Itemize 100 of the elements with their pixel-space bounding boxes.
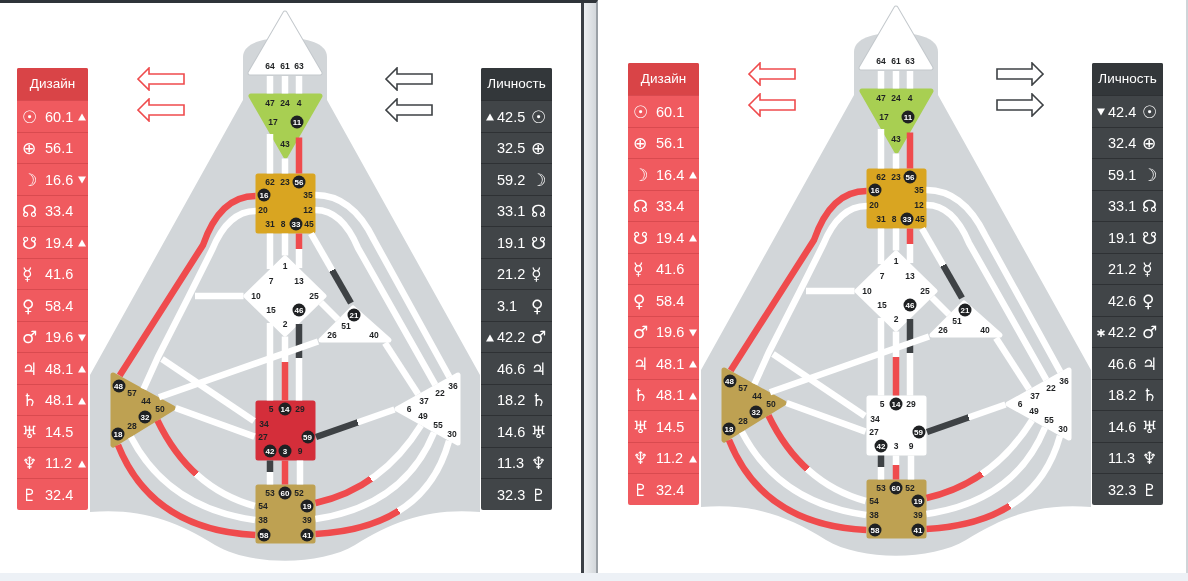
gate-value: 14.6 bbox=[1108, 419, 1137, 434]
gate-number: 9 bbox=[908, 441, 914, 451]
planet-symbol: ⊕ bbox=[633, 134, 648, 152]
planet-symbol: ♃ bbox=[633, 355, 649, 372]
planet-symbol: ♀ bbox=[22, 297, 35, 314]
gate-number: 23 bbox=[280, 177, 290, 187]
column-header: Личность bbox=[1092, 63, 1163, 95]
triangle-center bbox=[394, 372, 461, 446]
planet-symbol: ♀ bbox=[633, 292, 646, 309]
triangle-center bbox=[248, 93, 323, 159]
gate-value: 33.1 bbox=[497, 203, 526, 219]
gate-number: 53 bbox=[876, 483, 886, 493]
gate-number: 2 bbox=[282, 319, 288, 329]
gate-value: 19.6 bbox=[656, 324, 685, 340]
planet-symbol: ♄ bbox=[1142, 386, 1158, 404]
gate-number: 40 bbox=[980, 325, 990, 335]
gate-number: 64 bbox=[265, 61, 275, 71]
planet-symbol: ☊ bbox=[633, 197, 649, 215]
gate-number: 8 bbox=[280, 219, 286, 229]
gate-number: 54 bbox=[869, 496, 879, 506]
gate-number: 7 bbox=[879, 271, 885, 281]
gate-number: 57 bbox=[738, 383, 748, 393]
gate-value: 56.1 bbox=[45, 140, 74, 156]
gate-number: 63 bbox=[294, 61, 304, 71]
gate-number: 54 bbox=[258, 501, 268, 511]
gate-number: 20 bbox=[258, 205, 268, 215]
gate-number: 13 bbox=[294, 276, 304, 286]
planet-symbol: ♇ bbox=[531, 486, 547, 503]
planet-symbol: ♂ bbox=[633, 323, 649, 341]
gate-number: 31 bbox=[265, 219, 275, 229]
planet-column bbox=[17, 68, 88, 510]
gate-value: 14.5 bbox=[45, 424, 74, 439]
planet-symbol: ☉ bbox=[531, 108, 547, 125]
column-header: Дизайн bbox=[17, 68, 88, 100]
gate-value: 14.6 bbox=[497, 424, 526, 439]
gate-number: 52 bbox=[294, 488, 304, 498]
planet-symbol: ☋ bbox=[531, 234, 547, 251]
planet-symbol: ♆ bbox=[633, 449, 649, 467]
planet-symbol: ☊ bbox=[1142, 197, 1158, 215]
planet-symbol: ♅ bbox=[22, 423, 38, 440]
gate-value: 21.2 bbox=[497, 266, 526, 282]
gate-value: 41.6 bbox=[45, 266, 74, 282]
triangle-center bbox=[241, 10, 329, 76]
gate-number: 26 bbox=[938, 325, 948, 335]
gate-number: 53 bbox=[265, 488, 275, 498]
gate-number: 30 bbox=[447, 429, 457, 439]
gate-number: 49 bbox=[418, 411, 428, 421]
gate-value: 3.1 bbox=[497, 298, 518, 313]
planet-symbol: ♀ bbox=[531, 297, 544, 314]
gate-number: 51 bbox=[952, 316, 962, 326]
square-center bbox=[255, 173, 316, 234]
gate-value: 16.4 bbox=[656, 167, 685, 182]
gate-number: 31 bbox=[876, 214, 886, 224]
gate-value: 33.4 bbox=[656, 198, 685, 214]
square-center bbox=[866, 395, 927, 456]
gate-number: 8 bbox=[891, 214, 897, 224]
gate-value: 42.5 bbox=[497, 109, 526, 124]
gate-value: 11.2 bbox=[45, 455, 73, 471]
gate-number: 47 bbox=[265, 98, 275, 108]
gate-value: 21.2 bbox=[1108, 261, 1137, 277]
triangle-center bbox=[929, 300, 1003, 338]
gate-number: 13 bbox=[905, 271, 915, 281]
gate-number: 26 bbox=[327, 330, 337, 340]
gate-number: 34 bbox=[870, 414, 880, 424]
gate-number: 51 bbox=[341, 321, 351, 331]
planet-column bbox=[628, 63, 699, 505]
gate-number: 50 bbox=[766, 399, 776, 409]
gate-value: 48.1 bbox=[45, 392, 74, 408]
gate-number: 39 bbox=[302, 515, 312, 525]
planet-symbol: ♅ bbox=[1142, 418, 1158, 435]
gate-number: 47 bbox=[876, 93, 886, 103]
gate-number: 4 bbox=[296, 98, 302, 108]
gate-number: 39 bbox=[913, 510, 923, 520]
gate-value: 32.3 bbox=[497, 487, 526, 502]
gate-value: 32.5 bbox=[497, 140, 526, 156]
gate-value: 46.6 bbox=[497, 361, 526, 376]
gate-number: 15 bbox=[266, 305, 276, 315]
column-header: Дизайн bbox=[628, 63, 699, 95]
gate-value: 32.3 bbox=[1108, 482, 1137, 497]
gate-number: 24 bbox=[891, 93, 901, 103]
gate-number: 61 bbox=[280, 61, 290, 71]
planet-symbol: ♇ bbox=[22, 486, 38, 503]
gate-number: 24 bbox=[280, 98, 290, 108]
gate-number: 44 bbox=[752, 391, 762, 401]
gate-value: 56.1 bbox=[656, 135, 685, 151]
planet-symbol: ♄ bbox=[531, 391, 547, 409]
gate-value: 19.4 bbox=[656, 230, 685, 245]
gate-number: 10 bbox=[862, 286, 872, 296]
gate-number: 17 bbox=[268, 117, 278, 127]
planet-symbol: ☿ bbox=[633, 260, 644, 278]
gate-number: 43 bbox=[891, 134, 901, 144]
gate-number: 28 bbox=[127, 421, 137, 431]
gate-number: 4 bbox=[907, 93, 913, 103]
gate-number: 29 bbox=[295, 404, 305, 414]
gate-number: 29 bbox=[906, 399, 916, 409]
gate-number: 55 bbox=[1044, 415, 1054, 425]
planet-symbol: ♆ bbox=[531, 454, 547, 472]
gate-value: 19.1 bbox=[497, 235, 526, 250]
square-center bbox=[866, 479, 927, 539]
gate-number: 55 bbox=[433, 420, 443, 430]
